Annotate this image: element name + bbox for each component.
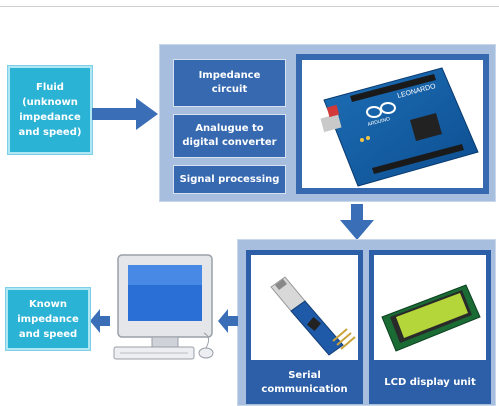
signal-processing-module: Signal processing [173,165,286,194]
usb-serial-adapter-icon [251,255,358,360]
arrow-units-to-computer [218,309,238,333]
lcd-display-label: LCD display unit [369,362,491,404]
input-fluid-box: Fluid (unknown impedance and speed) [8,66,92,154]
serial-communication-label: Serial communication [246,362,363,404]
adc-module: Analugue to digital converter [173,114,286,158]
arduino-frame: LEONARDO ARDUINO [296,54,489,194]
output-result-text: Known impedance and speed [17,297,79,342]
output-units-panel: Serial communication LCD display unit [237,239,496,406]
serial-unit-frame: Serial communication [246,250,363,404]
lcd-image-box [374,255,486,360]
arduino-board-icon: LEONARDO ARDUINO [302,60,483,188]
lcd-unit-frame: LCD display unit [369,250,491,404]
serial-image-box [251,255,358,360]
top-divider-line [0,6,499,7]
serial-communication-text: Serial communication [261,369,347,397]
arduino-image-box: LEONARDO ARDUINO [302,60,483,188]
signal-processing-label: Signal processing [180,173,280,187]
computer-icon [108,253,220,373]
impedance-circuit-label: Impedance circuit [199,69,261,97]
arrow-input-to-processing [92,96,158,132]
lcd-display-icon [374,255,486,360]
arrow-computer-to-result [90,309,110,333]
adc-label: Analugue to digital converter [182,122,276,150]
lcd-display-text: LCD display unit [384,376,476,390]
input-fluid-text: Fluid (unknown impedance and speed) [19,80,82,140]
arrow-processing-to-output [340,204,374,240]
processing-panel: Impedance circuit Analugue to digital co… [159,44,496,202]
output-result-box: Known impedance and speed [6,288,90,350]
impedance-circuit-module: Impedance circuit [173,59,286,107]
